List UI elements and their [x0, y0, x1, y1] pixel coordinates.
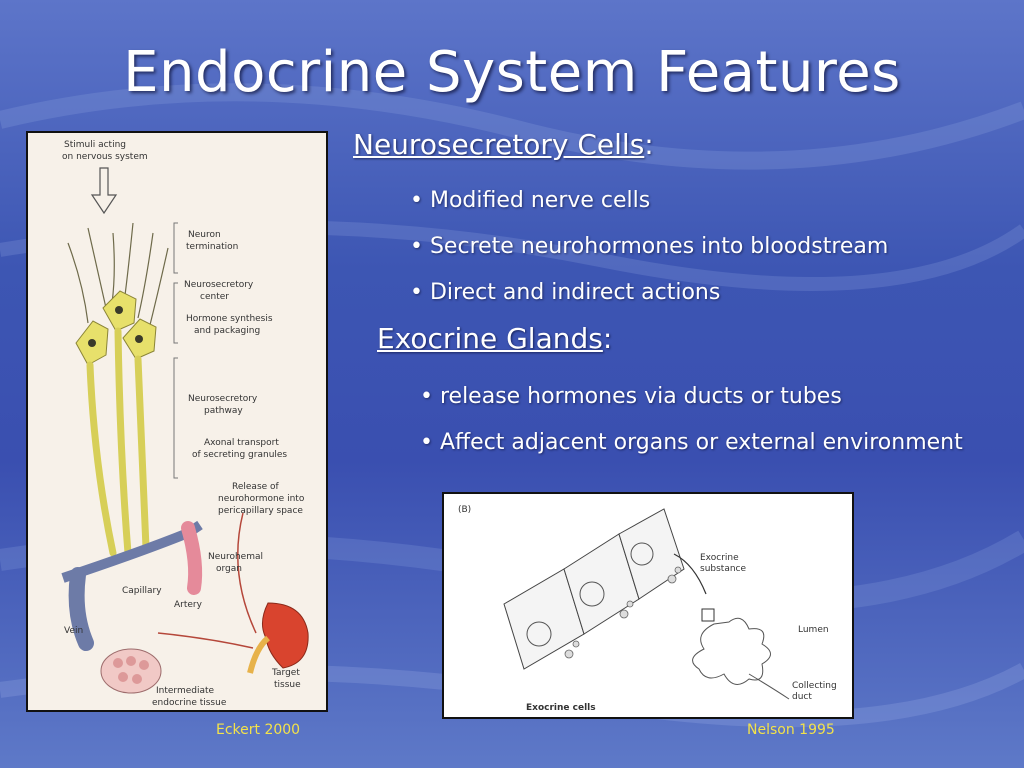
label-capillary: Capillary: [122, 586, 162, 596]
label-neurosecretory-pathway: Neurosecretory: [188, 394, 258, 404]
label-axonal-transport: of secreting granules: [192, 450, 287, 460]
exocrine-bullet: • Affect adjacent organs or external env…: [420, 430, 963, 455]
axons: [86, 327, 150, 557]
exocrine-diagram-art: (B) Exocrine substance Lumen Collecting …: [458, 505, 837, 713]
secretory-granules: [564, 566, 682, 659]
label-brackets: [173, 222, 178, 479]
endocrine-tissue-cluster: [100, 648, 162, 694]
label-collecting-duct: Collecting: [792, 681, 837, 691]
label-collecting-duct: duct: [792, 692, 812, 702]
neurosecretory-heading: Neurosecretory Cells:: [353, 128, 654, 161]
neuron-nuclei: [88, 306, 143, 347]
release-arrow-icon: [237, 512, 257, 634]
label-release: Release of: [232, 482, 280, 492]
label-lumen: Lumen: [798, 625, 829, 635]
endocrine-tissue-cells: [113, 656, 149, 684]
label-neuron: termination: [186, 242, 238, 252]
exocrine-heading-colon: :: [602, 322, 613, 355]
label-neurosecretory-center: Neurosecretory: [184, 280, 254, 290]
right-figure-caption: Nelson 1995: [747, 722, 835, 738]
label-panel: (B): [458, 505, 471, 515]
artery-vessel: [181, 521, 203, 595]
label-neurosecretory-pathway: pathway: [204, 406, 243, 416]
left-figure-caption: Eckert 2000: [216, 722, 301, 738]
label-release: pericapillary space: [218, 506, 303, 516]
exocrine-heading-text: Exocrine Glands: [377, 322, 603, 355]
magnify-box-icon: [701, 608, 715, 622]
slide-title: Endocrine System Features: [123, 40, 901, 105]
label-target-tissue: tissue: [274, 680, 301, 690]
label-target-tissue: Target: [271, 668, 300, 678]
exocrine-cells: [503, 508, 685, 670]
label-neurosecretory-center: center: [200, 292, 229, 302]
flow-arrow-icon: [157, 632, 254, 649]
label-hormone-synthesis: Hormone synthesis: [186, 314, 273, 324]
label-stimuli: on nervous system: [62, 152, 148, 162]
exocrine-diagram: (B) Exocrine substance Lumen Collecting …: [442, 492, 854, 719]
label-release: neurohormone into: [218, 494, 305, 504]
cell-nuclei: [526, 542, 654, 647]
neurosecretory-bullet: • Secrete neurohormones into bloodstream: [410, 234, 889, 259]
duct-lumen: [692, 617, 790, 700]
target-tissue-organ: [262, 602, 309, 669]
neurosecretory-bullet: • Direct and indirect actions: [410, 280, 721, 305]
label-neuron: Neuron: [188, 230, 221, 240]
neurosecretory-diagram-art: Stimuli acting on nervous system Neuron …: [61, 140, 309, 708]
label-axonal-transport: Axonal transport: [204, 438, 279, 448]
stimulus-arrow-icon: [90, 167, 118, 215]
neurosecretory-heading-colon: :: [644, 128, 654, 161]
label-neurohemal-organ: Neurohemal: [208, 552, 263, 562]
label-intermediate-tissue: Intermediate: [156, 686, 215, 696]
target-tissue-duct: [247, 635, 271, 674]
label-neurohemal-organ: organ: [216, 564, 242, 574]
neurosecretory-diagram: Stimuli acting on nervous system Neuron …: [26, 131, 328, 712]
neurosecretory-bullet: • Modified nerve cells: [410, 188, 651, 213]
label-stimuli: Stimuli acting: [64, 140, 126, 150]
secretion-arrow-icon: [673, 553, 707, 595]
neurosecretory-heading-text: Neurosecretory Cells: [353, 128, 645, 161]
label-exocrine-substance: substance: [700, 564, 746, 574]
label-vein: Vein: [64, 626, 83, 636]
label-hormone-synthesis: and packaging: [194, 326, 260, 336]
vein-vessel: [68, 567, 94, 651]
label-intermediate-tissue: endocrine tissue: [152, 698, 227, 708]
label-artery: Artery: [174, 600, 203, 610]
exocrine-heading: Exocrine Glands:: [377, 322, 612, 355]
label-exocrine-cells: Exocrine cells: [526, 703, 596, 713]
exocrine-bullet: • release hormones via ducts or tubes: [420, 384, 842, 409]
label-exocrine-substance: Exocrine: [700, 553, 739, 563]
